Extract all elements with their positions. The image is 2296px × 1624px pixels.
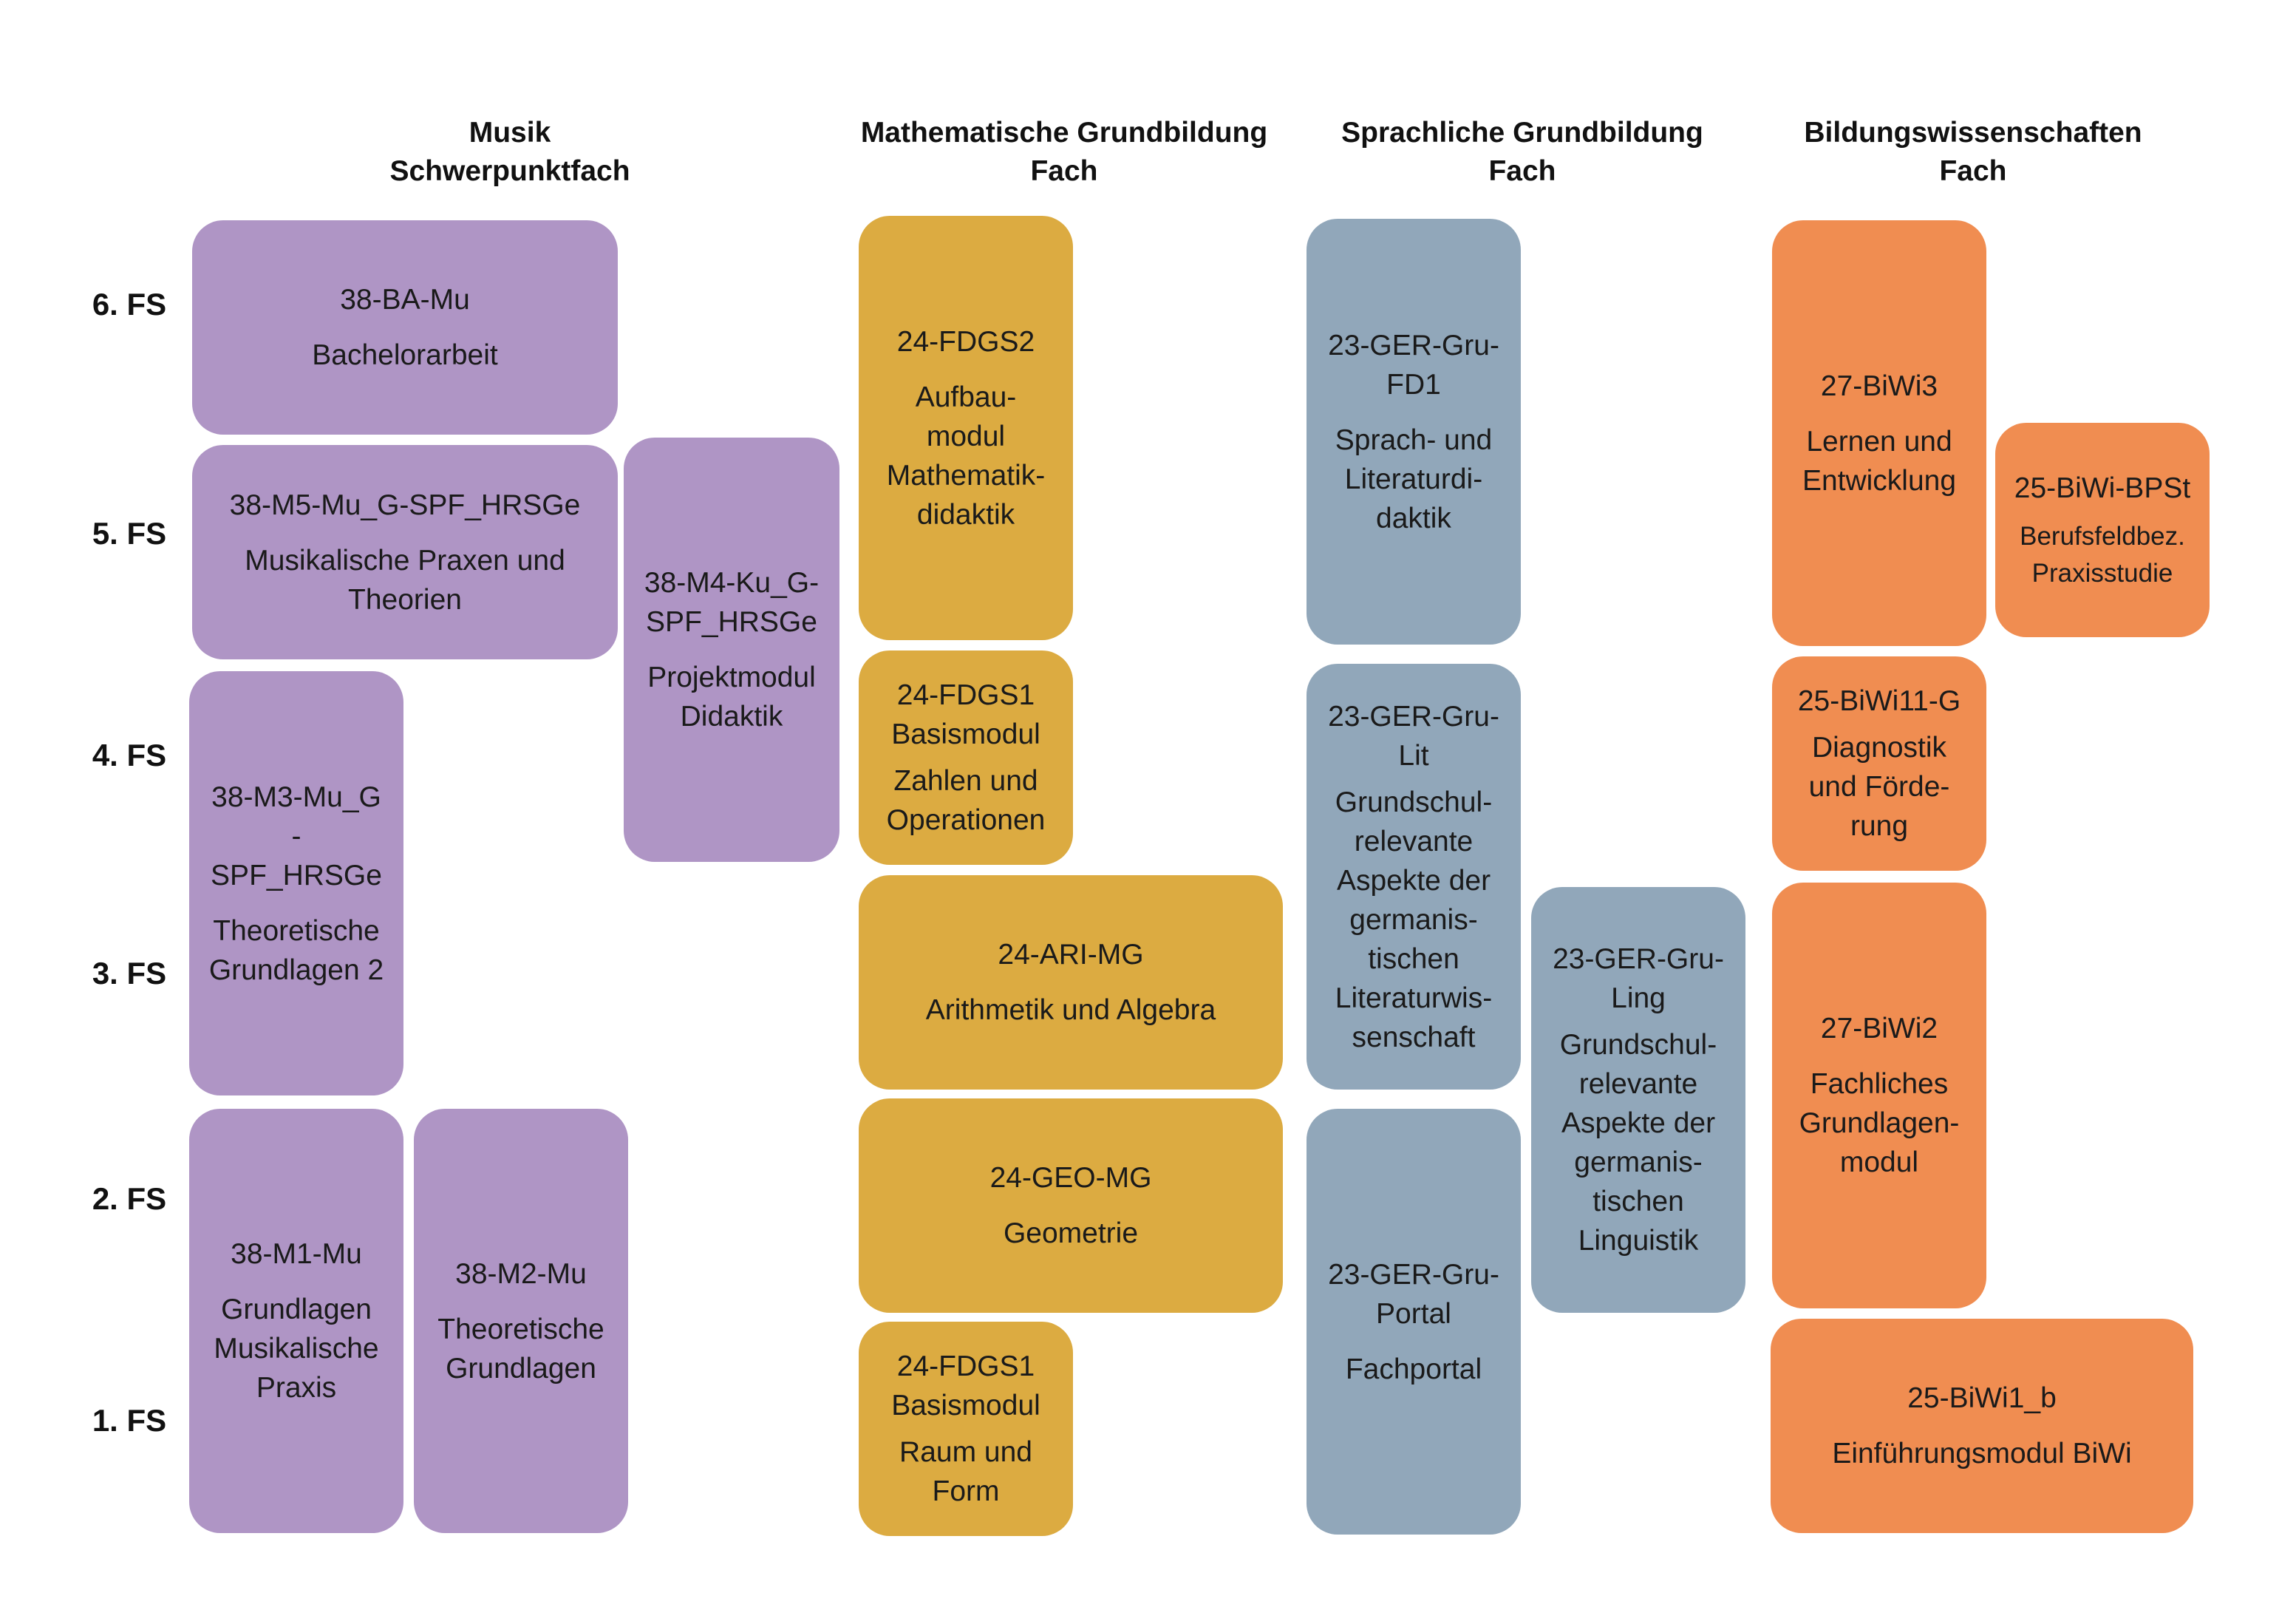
- module-code: 25-BiWi11-G: [1797, 685, 1961, 717]
- module-title: Theoretische Grundlagen: [437, 1313, 604, 1385]
- module-code: 38-M4-Ku_G- SPF_HRSGe: [644, 567, 820, 638]
- module-24-fdgs1-zahlen: 24-FDGS1 Basismodul Zahlen und Operation…: [859, 650, 1073, 865]
- semester-label-6: 6. FS: [92, 287, 167, 322]
- header-musik-line1: Musik: [469, 117, 551, 149]
- semester-label-2: 2. FS: [92, 1181, 167, 1216]
- module-code: 24-FDGS1 Basismodul: [891, 679, 1040, 750]
- module-title: Arithmetik und Algebra: [925, 994, 1216, 1026]
- module-23-ger-gru-fd1: 23-GER-Gru- FD1 Sprach- und Literaturdi-…: [1307, 219, 1521, 645]
- semester-label-3: 3. FS: [92, 956, 167, 991]
- module-title: Zahlen und Operationen: [886, 765, 1046, 836]
- module-38-m4-ku: 38-M4-Ku_G- SPF_HRSGe Projektmodul Didak…: [624, 438, 839, 862]
- module-title: Raum und Form: [899, 1436, 1032, 1507]
- module-24-fdgs2: 24-FDGS2 Aufbau- modul Mathematik- didak…: [859, 216, 1073, 640]
- module-title: Diagnostik und Förde- rung: [1808, 732, 1950, 842]
- module-code: 24-GEO-MG: [989, 1162, 1152, 1194]
- module-38-m3-mu: 38-M3-Mu_G - SPF_HRSGe Theoretische Grun…: [189, 671, 403, 1095]
- module-code: 38-M2-Mu: [455, 1257, 587, 1290]
- module-38-ba-mu: 38-BA-Mu Bachelorarbeit: [192, 220, 618, 435]
- module-25-biwi1-b: 25-BiWi1_b Einführungsmodul BiWi: [1771, 1319, 2193, 1533]
- module-code: 24-FDGS1 Basismodul: [891, 1350, 1040, 1421]
- module-27-biwi2: 27-BiWi2 Fachliches Grundlagen- modul: [1772, 883, 1986, 1308]
- module-title: Bachelorarbeit: [312, 339, 498, 371]
- semester-label-1: 1. FS: [92, 1403, 167, 1438]
- module-25-biwi11-g: 25-BiWi11-G Diagnostik und Förde- rung: [1772, 656, 1986, 871]
- module-title: Einführungsmodul BiWi: [1832, 1438, 2132, 1470]
- header-sprache: Sprachliche Grundbildung Fach: [1308, 114, 1737, 191]
- header-biwi: Bildungswissenschaften Fach: [1774, 114, 2173, 191]
- module-24-ari-mg: 24-ARI-MG Arithmetik und Algebra: [859, 875, 1283, 1090]
- module-code: 24-ARI-MG: [998, 939, 1144, 971]
- module-title: Grundschul- relevante Aspekte der german…: [1335, 786, 1493, 1053]
- module-23-ger-gru-lit: 23-GER-Gru- Lit Grundschul- relevante As…: [1307, 664, 1521, 1090]
- module-23-ger-gru-ling: 23-GER-Gru- Ling Grundschul- relevante A…: [1531, 887, 1745, 1313]
- header-biwi-line2: Fach: [1939, 155, 2007, 187]
- module-title: Fachportal: [1345, 1353, 1482, 1385]
- module-title: Musikalische Praxen und Theorien: [245, 544, 565, 616]
- header-biwi-line1: Bildungswissenschaften: [1804, 117, 2142, 149]
- semester-label-5: 5. FS: [92, 516, 167, 551]
- module-23-ger-gru-portal: 23-GER-Gru- Portal Fachportal: [1307, 1109, 1521, 1535]
- module-title: Sprach- und Literaturdi- daktik: [1335, 424, 1493, 534]
- module-code: 27-BiWi3: [1820, 370, 1938, 402]
- module-code: 38-BA-Mu: [340, 284, 470, 316]
- header-musik: Musik Schwerpunktfach: [347, 114, 672, 191]
- module-38-m5-mu: 38-M5-Mu_G-SPF_HRSGe Musikalische Praxen…: [192, 445, 618, 659]
- module-title: Aufbau- modul Mathematik- didaktik: [886, 381, 1046, 531]
- module-code: 25-BiWi1_b: [1907, 1382, 2057, 1414]
- module-24-fdgs1-raum: 24-FDGS1 Basismodul Raum und Form: [859, 1322, 1073, 1536]
- module-title: Geometrie: [1003, 1217, 1139, 1249]
- header-musik-line2: Schwerpunktfach: [389, 155, 630, 187]
- module-code: 27-BiWi2: [1820, 1013, 1938, 1044]
- header-sprache-line1: Sprachliche Grundbildung: [1341, 117, 1703, 149]
- module-title: Grundschul- relevante Aspekte der german…: [1559, 1029, 1717, 1257]
- module-code: 23-GER-Gru- Lit: [1328, 700, 1499, 772]
- module-code: 23-GER-Gru- Ling: [1553, 943, 1724, 1014]
- module-title: Lernen und Entwicklung: [1802, 425, 1957, 497]
- module-title: Berufsfeldbez. Praxisstudie: [2020, 521, 2185, 588]
- module-title: Fachliches Grundlagen- modul: [1799, 1068, 1960, 1178]
- semester-label-4: 4. FS: [92, 738, 167, 772]
- module-27-biwi3: 27-BiWi3 Lernen und Entwicklung: [1772, 220, 1986, 646]
- header-mathe-line2: Fach: [1030, 155, 1098, 187]
- header-sprache-line2: Fach: [1488, 155, 1556, 187]
- module-title: Theoretische Grundlagen 2: [208, 914, 384, 986]
- module-38-m2-mu: 38-M2-Mu Theoretische Grundlagen: [414, 1109, 628, 1533]
- header-mathe-line1: Mathematische Grundbildung: [860, 117, 1268, 149]
- module-code: 23-GER-Gru- FD1: [1328, 329, 1499, 401]
- module-24-geo-mg: 24-GEO-MG Geometrie: [859, 1098, 1283, 1313]
- module-code: 38-M1-Mu: [231, 1238, 362, 1270]
- module-code: 23-GER-Gru- Portal: [1328, 1258, 1499, 1330]
- module-25-biwi-bpst: 25-BiWi-BPSt Berufsfeldbez. Praxisstudie: [1995, 423, 2210, 637]
- module-title: Grundlagen Musikalische Praxis: [214, 1294, 379, 1404]
- module-code: 24-FDGS2: [896, 325, 1035, 358]
- module-code: 25-BiWi-BPSt: [2014, 472, 2191, 504]
- module-38-m1-mu: 38-M1-Mu Grundlagen Musikalische Praxis: [189, 1109, 403, 1533]
- module-code: 38-M3-Mu_G - SPF_HRSGe: [211, 781, 382, 891]
- header-mathe: Mathematische Grundbildung Fach: [828, 114, 1301, 191]
- module-code: 38-M5-Mu_G-SPF_HRSGe: [229, 489, 581, 521]
- module-title: Projektmodul Didaktik: [647, 662, 816, 733]
